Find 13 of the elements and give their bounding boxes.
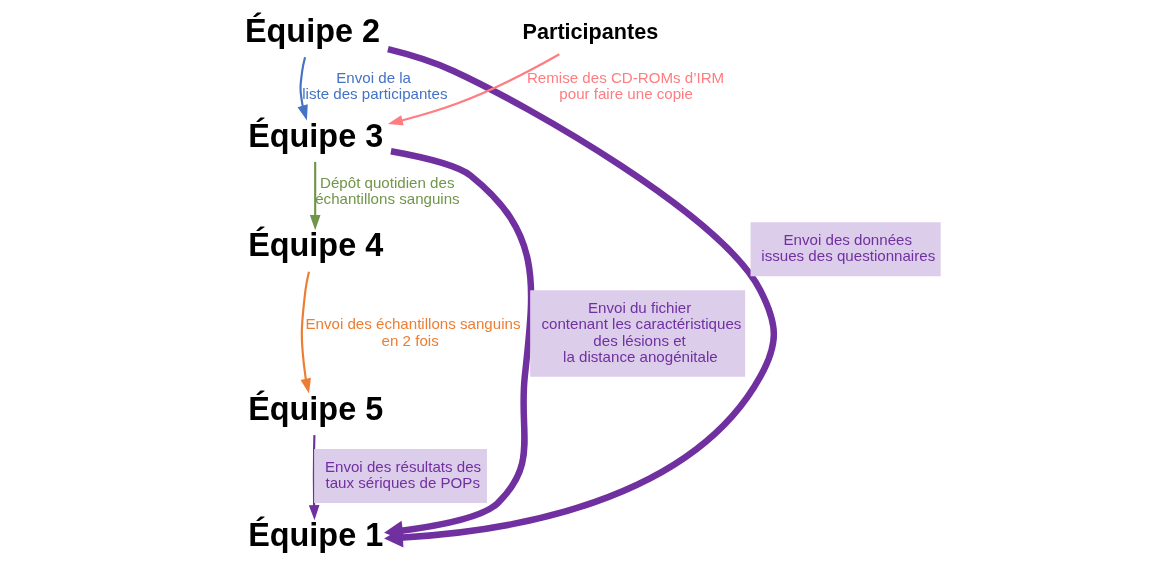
node-text: Équipe 2: [244, 12, 380, 49]
node-text: Participantes: [522, 19, 658, 45]
node-text: Équipe 3: [247, 117, 383, 154]
edge-label: Envoi des échantillons sanguins en 2 fois: [304, 315, 520, 349]
edge-label: Envoi des données issues des questionnaires: [760, 231, 935, 265]
node-text: Équipe 1: [247, 517, 383, 554]
edge-label: Envoi des résultats des taux sériques de POPs: [324, 457, 481, 492]
edge-label: Envoi du fichier contenant les caractéristiques des lésions et la distance anogénitale: [541, 299, 741, 365]
node-text: Équipe 5: [247, 390, 383, 427]
edge-label: Envoi de la liste des participantes: [301, 69, 448, 103]
node-text: Équipe 4: [247, 227, 383, 264]
edge-label: Remise des CD-ROMs d’IRM pour faire une copie: [526, 69, 724, 103]
edge-label: Dépôt quotidien des échantillons sanguins: [314, 173, 460, 208]
